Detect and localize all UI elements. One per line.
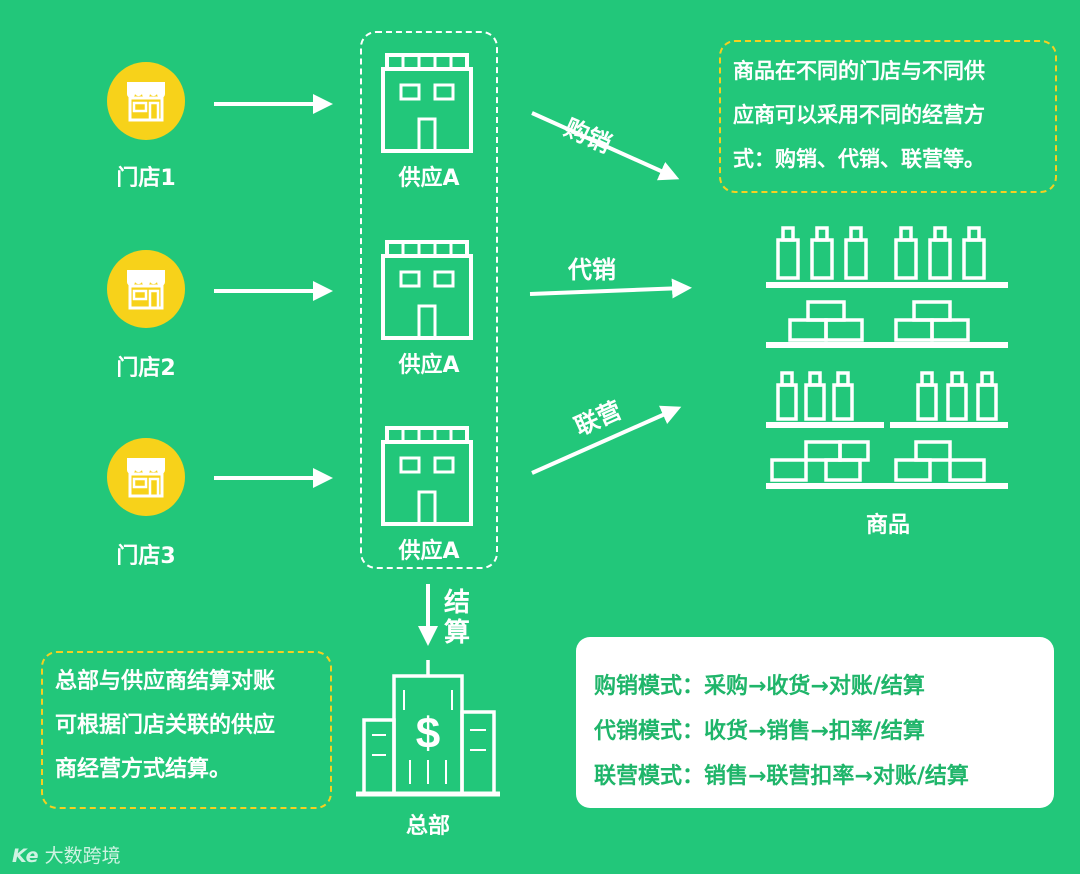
svg-text:$: $ [416, 709, 440, 758]
building-icon-1 [381, 53, 473, 153]
arrow-joint [531, 405, 682, 475]
headquarters-icon: $ [356, 660, 500, 797]
mode-flow-purchase: 购销模式：采购→收货→对账/结算 [594, 674, 925, 699]
mode-flow-consign: 代销模式：收货→销售→扣率/结算 [594, 719, 925, 744]
goods-note-text: 商品在不同的门店与不同供 应商可以采用不同的经营方 式：购销、代销、联营等。 [733, 59, 985, 171]
shop-icon [127, 458, 165, 498]
mode-flow-box: 购销模式：采购→收货→对账/结算 代销模式：收货→销售→扣率/结算 联营模式：销… [576, 637, 1054, 808]
goods-label: 商品 [865, 513, 910, 538]
settle-label: 结 算 [444, 588, 471, 648]
shop-icon [127, 82, 165, 122]
watermark-logo: Ke [12, 845, 39, 867]
mode-label-consign: 代销 [568, 256, 616, 284]
hq-label: 总部 [405, 814, 450, 839]
store-icon-2 [107, 250, 185, 328]
mode-flow-joint: 联营模式：销售→联营扣率→对账/结算 [594, 764, 969, 789]
store-icon-3 [107, 438, 185, 516]
store-label-3: 门店3 [116, 544, 176, 569]
supplier-group-box [360, 31, 498, 569]
hq-note-text: 总部与供应商结算对账 可根据门店关联的供应 商经营方式结算。 [55, 669, 276, 782]
goods-note-box [719, 40, 1057, 193]
goods-shelves-icon [766, 226, 1008, 489]
watermark-text: 大数跨境 [44, 845, 121, 867]
building-icon-3 [381, 426, 473, 526]
store-label-1: 门店1 [116, 166, 176, 191]
supplier-label-2: 供应A [398, 353, 460, 378]
shop-icon [127, 270, 165, 310]
store-icon-1 [107, 62, 185, 140]
arrow-consign [529, 278, 692, 299]
building-icon-2 [381, 240, 473, 340]
supplier-label-3: 供应A [398, 539, 460, 564]
hq-note-box [41, 651, 332, 809]
arrow-purchase [531, 111, 680, 181]
supplier-label-1: 供应A [398, 166, 460, 191]
store-label-2: 门店2 [116, 356, 176, 381]
